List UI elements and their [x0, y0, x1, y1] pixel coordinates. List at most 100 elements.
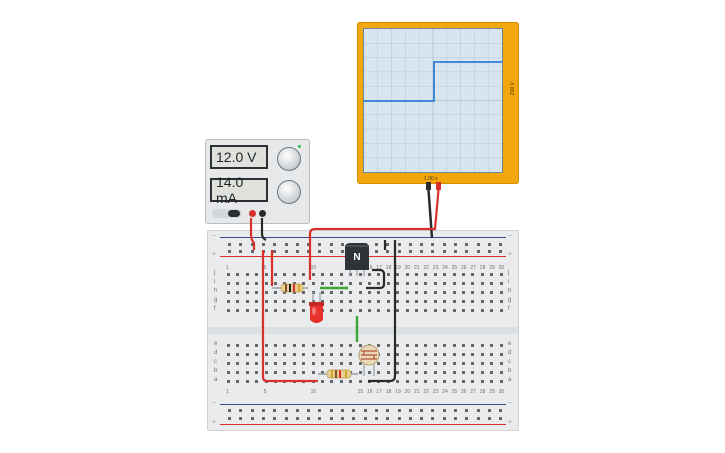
breadboard-hole[interactable] — [339, 362, 343, 365]
breadboard-hole[interactable] — [302, 291, 306, 294]
breadboard-hole[interactable] — [261, 409, 265, 412]
breadboard-hole[interactable] — [480, 344, 484, 347]
breadboard-hole[interactable] — [363, 409, 367, 412]
breadboard-hole[interactable] — [321, 380, 324, 383]
breadboard-hole[interactable] — [341, 417, 344, 420]
breadboard-hole[interactable] — [292, 273, 296, 276]
breadboard-hole[interactable] — [465, 417, 469, 420]
breadboard-hole[interactable] — [397, 250, 401, 253]
breadboard-hole[interactable] — [452, 309, 456, 312]
breadboard-hole[interactable] — [321, 300, 324, 303]
breadboard-hole[interactable] — [443, 300, 447, 303]
breadboard-hole[interactable] — [490, 353, 494, 356]
breadboard-hole[interactable] — [339, 291, 343, 294]
breadboard-hole[interactable] — [408, 243, 412, 246]
breadboard-hole[interactable] — [490, 291, 494, 294]
breadboard-hole[interactable] — [424, 291, 428, 294]
breadboard-hole[interactable] — [471, 273, 475, 276]
breadboard-hole[interactable] — [424, 380, 428, 383]
breadboard-hole[interactable] — [415, 344, 418, 347]
breadboard-hole[interactable] — [227, 362, 230, 365]
breadboard-hole[interactable] — [377, 291, 381, 294]
breadboard-hole[interactable] — [499, 282, 503, 285]
breadboard-hole[interactable] — [349, 273, 353, 276]
breadboard-hole[interactable] — [386, 371, 390, 374]
breadboard-hole[interactable] — [321, 291, 324, 294]
breadboard-hole[interactable] — [471, 344, 475, 347]
scope-probe-red[interactable] — [308, 182, 441, 280]
breadboard-hole[interactable] — [431, 243, 435, 246]
breadboard-hole[interactable] — [442, 250, 446, 253]
breadboard-hole[interactable] — [476, 243, 480, 246]
breadboard-hole[interactable] — [396, 291, 400, 294]
breadboard-hole[interactable] — [283, 344, 287, 347]
breadboard-hole[interactable] — [487, 417, 491, 420]
red-jumper-left[interactable] — [261, 250, 318, 383]
breadboard-hole[interactable] — [420, 417, 424, 420]
breadboard-hole[interactable] — [274, 273, 277, 276]
breadboard-hole[interactable] — [307, 417, 311, 420]
breadboard-hole[interactable] — [396, 362, 400, 365]
breadboard-hole[interactable] — [462, 309, 465, 312]
breadboard-hole[interactable] — [462, 362, 465, 365]
breadboard-hole[interactable] — [330, 291, 334, 294]
breadboard-hole[interactable] — [415, 380, 418, 383]
breadboard-hole[interactable] — [283, 282, 287, 285]
breadboard-hole[interactable] — [490, 362, 494, 365]
breadboard-hole[interactable] — [339, 300, 343, 303]
breadboard-hole[interactable] — [452, 291, 456, 294]
breadboard-hole[interactable] — [227, 371, 230, 374]
breadboard-hole[interactable] — [471, 282, 475, 285]
breadboard-hole[interactable] — [386, 417, 390, 420]
breadboard-hole[interactable] — [227, 282, 230, 285]
breadboard-hole[interactable] — [236, 273, 240, 276]
breadboard-hole[interactable] — [452, 353, 456, 356]
breadboard-hole[interactable] — [318, 243, 322, 246]
breadboard-hole[interactable] — [465, 243, 469, 246]
breadboard-hole[interactable] — [452, 300, 456, 303]
breadboard-hole[interactable] — [284, 243, 288, 246]
breadboard-hole[interactable] — [228, 250, 231, 253]
breadboard-hole[interactable] — [433, 273, 437, 276]
breadboard-hole[interactable] — [227, 291, 230, 294]
breadboard-hole[interactable] — [283, 371, 287, 374]
breadboard-hole[interactable] — [397, 243, 401, 246]
breadboard-hole[interactable] — [462, 353, 465, 356]
breadboard-hole[interactable] — [465, 409, 469, 412]
breadboard-hole[interactable] — [396, 353, 400, 356]
psu-red-wire[interactable] — [249, 218, 256, 250]
breadboard-hole[interactable] — [245, 380, 249, 383]
breadboard-hole[interactable] — [236, 344, 240, 347]
breadboard-hole[interactable] — [330, 273, 334, 276]
breadboard-hole[interactable] — [274, 371, 277, 374]
breadboard-hole[interactable] — [499, 380, 503, 383]
breadboard-hole[interactable] — [374, 409, 378, 412]
breadboard-hole[interactable] — [358, 380, 362, 383]
breadboard-hole[interactable] — [420, 250, 424, 253]
breadboard-hole[interactable] — [490, 371, 494, 374]
breadboard-hole[interactable] — [245, 300, 249, 303]
breadboard-hole[interactable] — [352, 409, 356, 412]
breadboard-hole[interactable] — [368, 300, 371, 303]
breadboard-hole[interactable] — [452, 371, 456, 374]
breadboard-hole[interactable] — [405, 362, 409, 365]
npn-transistor[interactable] — [345, 243, 369, 276]
breadboard-hole[interactable] — [228, 409, 231, 412]
breadboard-hole[interactable] — [349, 353, 353, 356]
breadboard-hole[interactable] — [349, 300, 353, 303]
current-knob[interactable] — [277, 180, 301, 204]
breadboard-hole[interactable] — [255, 371, 259, 374]
breadboard-hole[interactable] — [255, 380, 259, 383]
breadboard-hole[interactable] — [255, 291, 259, 294]
breadboard-hole[interactable] — [480, 380, 484, 383]
breadboard-hole[interactable] — [245, 353, 249, 356]
breadboard-hole[interactable] — [396, 300, 400, 303]
breadboard-hole[interactable] — [228, 243, 231, 246]
breadboard-hole[interactable] — [476, 250, 480, 253]
breadboard-hole[interactable] — [405, 300, 409, 303]
breadboard-hole[interactable] — [330, 300, 334, 303]
breadboard-hole[interactable] — [462, 380, 465, 383]
oscilloscope[interactable]: 200 V 1.00 s — [357, 22, 519, 184]
breadboard-hole[interactable] — [443, 371, 447, 374]
breadboard-hole[interactable] — [273, 243, 277, 246]
